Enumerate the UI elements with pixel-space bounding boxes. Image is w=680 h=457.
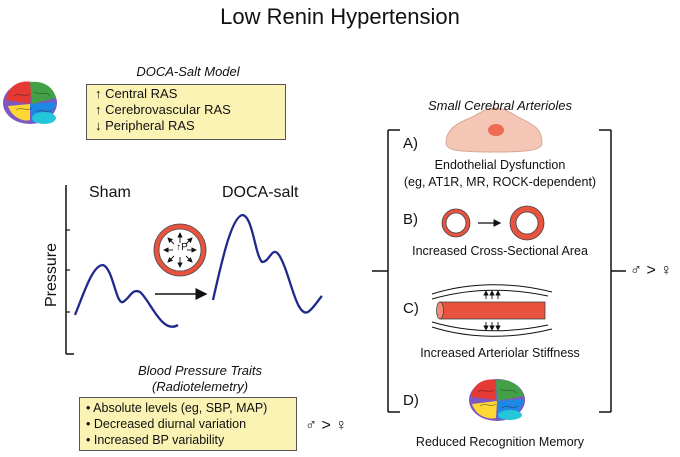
bp-trait-item: • Increased BP variability xyxy=(86,433,225,447)
bp-sex-difference: ♂ > ♀ xyxy=(305,417,348,434)
bp-traits-subheading: (Radiotelemetry) xyxy=(151,379,249,394)
bp-trait-item: • Decreased diurnal variation xyxy=(86,417,247,431)
bp-trait-item: • Absolute levels (eg, SBP, MAP) xyxy=(86,401,268,415)
letter-d: D) xyxy=(403,392,419,409)
doca-pressure-curve xyxy=(211,213,323,314)
pressure-axis-label: Pressure xyxy=(43,242,60,308)
arterioles-bracket-right xyxy=(599,129,626,413)
arteriole-stiffness-icon xyxy=(431,284,553,337)
recognition-memory-label: Reduced Recognition Memory xyxy=(415,435,585,449)
doca-salt-label: DOCA-salt xyxy=(222,184,299,201)
doca-model-box: ↑ Central RAS ↑ Cerebrovascular RAS ↓ Pe… xyxy=(86,84,286,140)
endothelial-cell-icon xyxy=(445,107,543,153)
brain-memory-icon xyxy=(469,379,525,421)
bp-traits-heading: Blood Pressure Traits xyxy=(137,363,263,378)
letter-a: A) xyxy=(403,135,418,152)
figure-title: Low Renin Hypertension xyxy=(220,4,460,29)
arteriolar-stiffness-label: Increased Arteriolar Stiffness xyxy=(420,346,580,360)
endothelial-dysfunction-examples: (eg, AT1R, MR, ROCK-dependent) xyxy=(403,175,597,189)
arterioles-heading: Small Cerebral Arterioles xyxy=(427,98,572,113)
cross-sectional-area-label: Increased Cross-Sectional Area xyxy=(412,244,588,258)
pressure-axis xyxy=(65,185,74,355)
endothelial-dysfunction-label: Endothelial Dysfunction xyxy=(434,158,566,172)
brain-icon xyxy=(3,81,57,124)
arterioles-sex-difference: ♂ > ♀ xyxy=(630,262,673,279)
doca-item-peripheral: ↓ Peripheral RAS xyxy=(95,118,195,133)
sham-label: Sham xyxy=(89,184,131,201)
vessel-remodeling-icon xyxy=(441,205,545,241)
doca-item-central: ↑ Central RAS xyxy=(95,86,178,101)
vessel-pressure-icon xyxy=(153,223,207,277)
letter-c: C) xyxy=(403,300,419,317)
vessel-pressure-label: ↑P xyxy=(176,242,188,253)
bp-traits-box: • Absolute levels (eg, SBP, MAP) • Decre… xyxy=(79,397,297,451)
doca-model-heading: DOCA-Salt Model xyxy=(136,64,240,79)
arterioles-bracket-left xyxy=(372,129,400,413)
doca-item-cerebrovascular: ↑ Cerebrovascular RAS xyxy=(95,102,231,117)
letter-b: B) xyxy=(403,211,418,228)
sham-pressure-curve xyxy=(73,263,179,328)
